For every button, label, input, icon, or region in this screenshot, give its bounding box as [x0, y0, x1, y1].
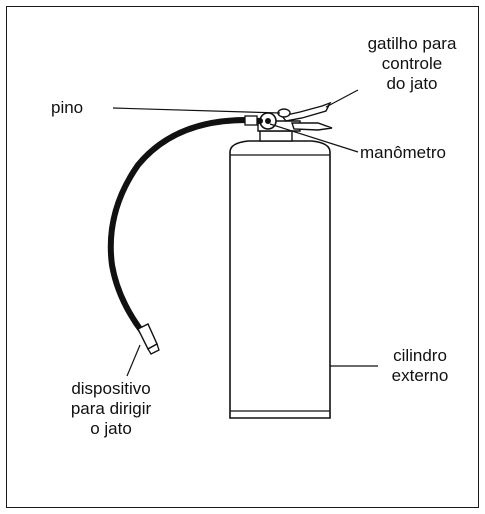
label-dispositivo: dispositivo para dirigir o jato [46, 379, 176, 439]
label-manometro: manômetro [360, 143, 446, 162]
label-dispositivo-line-3: o jato [90, 419, 132, 438]
nozzle-leader [126, 344, 141, 377]
trigger-lever [280, 101, 332, 122]
label-cilindro-line-1: cilindro [393, 346, 447, 365]
label-gatilho-line-1: gatilho para [367, 34, 457, 53]
figure-frame [6, 6, 479, 508]
trigger-leader [325, 89, 359, 108]
label-dispositivo-line-1: dispositivo [71, 379, 151, 398]
cylinder-body [229, 140, 331, 419]
pin-leader [112, 107, 281, 114]
hose [107, 116, 263, 336]
label-gatilho: gatilho para controle do jato [352, 34, 472, 94]
carry-handle [291, 122, 333, 131]
label-cilindro: cilindro externo [380, 346, 460, 386]
label-dispositivo-line-2: para dirigir [70, 399, 152, 418]
cylinder-neck [259, 130, 293, 142]
label-cilindro-line-2: externo [391, 366, 449, 385]
label-gatilho-line-2: controle [381, 54, 443, 73]
label-gatilho-line-3: do jato [386, 74, 438, 93]
label-pino: pino [51, 98, 84, 117]
gauge-leader [269, 123, 359, 153]
